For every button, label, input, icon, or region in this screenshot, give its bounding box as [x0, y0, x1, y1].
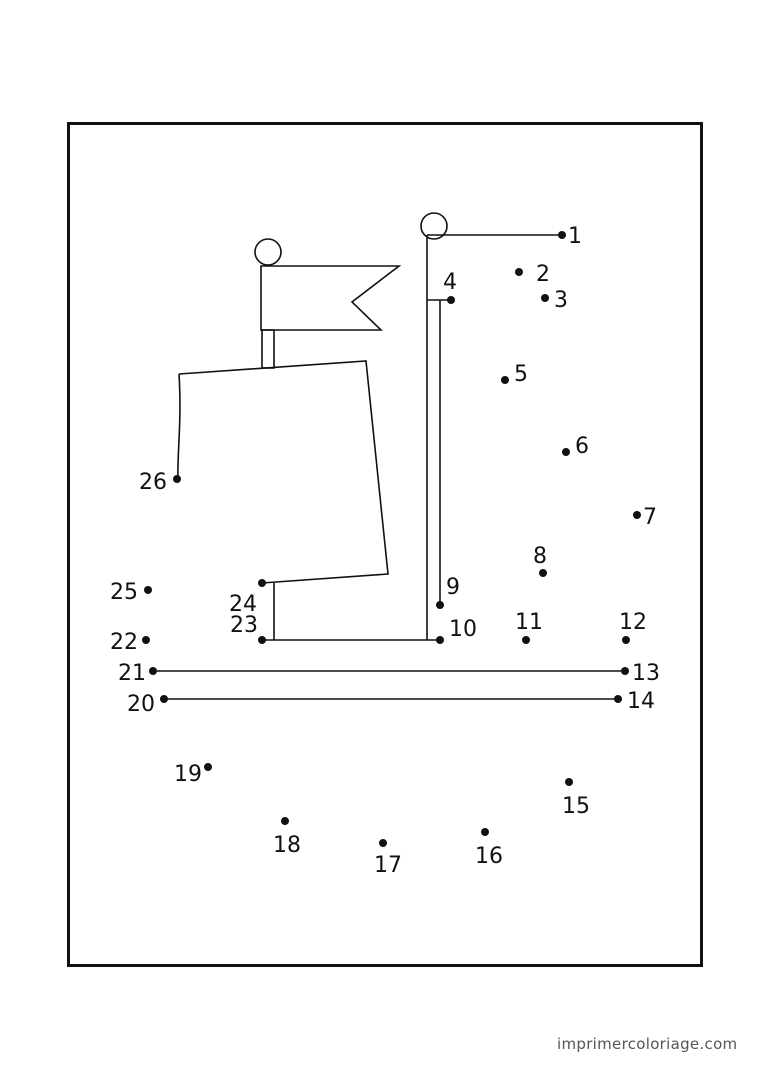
- dot-7: [633, 511, 641, 519]
- dot-label-24: 24: [229, 592, 257, 617]
- dot-18: [281, 817, 289, 825]
- dot-label-20: 20: [127, 692, 155, 717]
- dot-label-11: 11: [515, 610, 543, 635]
- dot-8: [539, 569, 547, 577]
- dot-23: [258, 636, 266, 644]
- dot-4: [447, 296, 455, 304]
- dot-6: [562, 448, 570, 456]
- dot-label-8: 8: [533, 544, 547, 569]
- sail-left-edge: [177, 373, 181, 480]
- dot-14: [614, 695, 622, 703]
- dot-17: [379, 839, 387, 847]
- dot-26: [173, 475, 181, 483]
- dot-label-2: 2: [536, 262, 550, 287]
- dot-25: [144, 586, 152, 594]
- dot-15: [565, 778, 573, 786]
- dot-12: [622, 636, 630, 644]
- dot-label-14: 14: [627, 689, 655, 714]
- dot-label-15: 15: [562, 794, 590, 819]
- dot-label-25: 25: [110, 580, 138, 605]
- dot-label-22: 22: [110, 630, 138, 655]
- left-mast: [261, 329, 275, 369]
- dot-label-1: 1: [568, 224, 582, 249]
- dot-label-16: 16: [475, 844, 503, 869]
- dot-3: [541, 294, 549, 302]
- dot-label-9: 9: [446, 575, 460, 600]
- left-flag-pennant: [260, 265, 402, 331]
- dot-1: [558, 231, 566, 239]
- dot-24: [258, 579, 266, 587]
- dot-label-13: 13: [632, 661, 660, 686]
- dot-5: [501, 376, 509, 384]
- dot-label-6: 6: [575, 434, 589, 459]
- dot-label-3: 3: [554, 288, 568, 313]
- dot-label-12: 12: [619, 610, 647, 635]
- dot-label-10: 10: [449, 617, 477, 642]
- dot-13: [621, 667, 629, 675]
- dot-label-5: 5: [514, 362, 528, 387]
- dot-label-19: 19: [174, 762, 202, 787]
- right-pole-knob: [420, 212, 448, 240]
- dot-label-4: 4: [443, 270, 457, 295]
- dots-layer: [142, 231, 641, 847]
- dot-label-26: 26: [139, 470, 167, 495]
- dot-2: [515, 268, 523, 276]
- dot-21: [149, 667, 157, 675]
- dot-9: [436, 601, 444, 609]
- main-sail: [178, 360, 389, 584]
- dot-16: [481, 828, 489, 836]
- dot-22: [142, 636, 150, 644]
- dot-11: [522, 636, 530, 644]
- dot-label-18: 18: [273, 833, 301, 858]
- pre-drawn-outline: [153, 212, 625, 700]
- dot-label-17: 17: [374, 853, 402, 878]
- dot-19: [204, 763, 212, 771]
- left-pole-knob: [254, 238, 282, 266]
- dot-10: [436, 636, 444, 644]
- dot-label-21: 21: [118, 661, 146, 686]
- dot-label-23: 23: [230, 613, 258, 638]
- right-mast: [426, 234, 562, 640]
- dot-label-7: 7: [643, 505, 657, 530]
- dot-20: [160, 695, 168, 703]
- site-credit: imprimercoloriage.com: [557, 1035, 738, 1053]
- puzzle-frame: [67, 122, 703, 967]
